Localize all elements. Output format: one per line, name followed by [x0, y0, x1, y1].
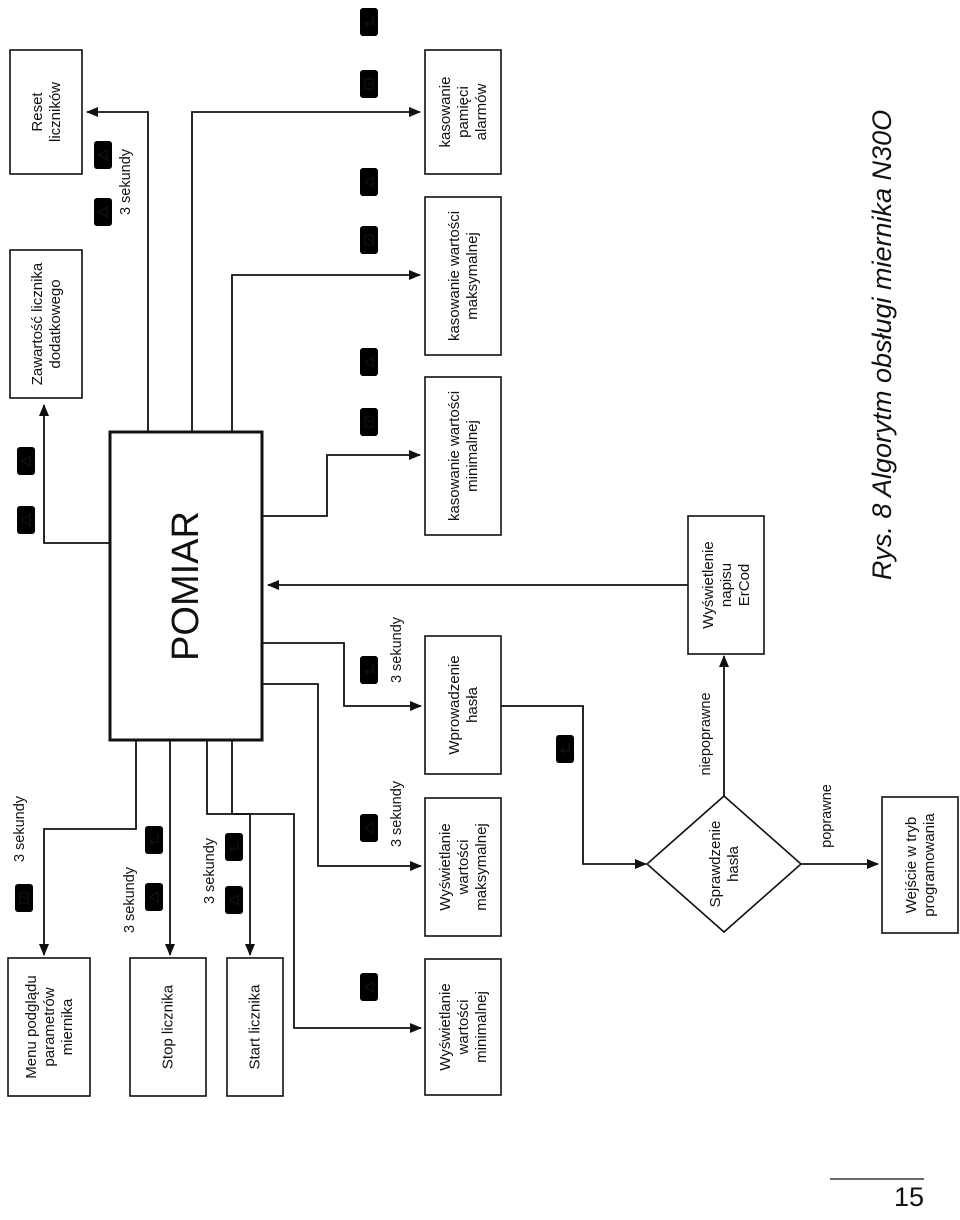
- three-seconds-label: 3 sekundy: [118, 148, 134, 215]
- box-extra-counter: Zawartość licznikadodatkowego: [9, 249, 83, 399]
- box-stop-counter: Stop licznika: [129, 957, 207, 1097]
- up-key-icon: [17, 447, 35, 475]
- password-entry-label: Wprowadzeniehasła: [446, 655, 481, 754]
- box-clear-alarms: kasowaniepamięcialarmów: [424, 49, 502, 175]
- arrow-to-password-entry: [262, 642, 422, 711]
- decision-password-check: Sprawdzeniehasła: [645, 794, 803, 934]
- menu-params-label: Menu podgląduparametrówmiernika: [23, 975, 76, 1078]
- incorrect-label: niepoprawne: [698, 692, 714, 775]
- box-show-min: Wyświetlaniewartościminimalnej: [424, 958, 502, 1096]
- box-pomiar: POMIAR: [108, 430, 264, 742]
- three-seconds-label: 3 sekundy: [12, 795, 28, 862]
- password-check-label: Sprawdzeniehasła: [707, 821, 742, 908]
- enter-key-icon: [360, 8, 378, 36]
- three-seconds-label: 3 sekundy: [389, 780, 405, 847]
- box-error-display: WyświetlenienapisuErCod: [687, 515, 765, 655]
- box-clear-min: kasowanie wartościminimalnej: [424, 376, 502, 536]
- arrow-to-show-min: [231, 740, 422, 1033]
- arrow-to-reset: [86, 107, 149, 432]
- clear-min-label: kasowanie wartościminimalnej: [446, 391, 481, 521]
- connector-lines: [39, 107, 879, 1033]
- down-key-icon: [17, 506, 35, 534]
- arrow-to-password-check: [500, 705, 647, 869]
- arrow-to-menu: [39, 740, 137, 956]
- three-seconds-label: 3 sekundy: [122, 866, 138, 933]
- show-max-label: Wyświetlaniewartościmaksymalnej: [437, 823, 490, 911]
- programming-label: Wejście w trybprogramowania: [903, 813, 938, 917]
- box-start-counter: Start licznika: [226, 957, 284, 1097]
- three-seconds-label: 3 sekundy: [389, 616, 405, 683]
- three-seconds-label: 3 sekundy: [202, 837, 218, 904]
- arrow-to-start: [206, 740, 255, 956]
- clear-alarms-label: kasowaniepamięcialarmów: [437, 77, 490, 148]
- select-key-icon: [15, 884, 33, 912]
- clear-max-label: kasowanie wartościmaksymalnej: [446, 211, 481, 341]
- down-key-icon: [360, 168, 378, 196]
- select-key-icon: [360, 70, 378, 98]
- enter-key-icon: [556, 735, 574, 763]
- reset-label: Resetliczników: [29, 82, 64, 142]
- show-min-label: Wyświetlaniewartościminimalnej: [437, 983, 490, 1070]
- down-key-icon: [94, 198, 112, 226]
- enter-key-icon: [225, 833, 243, 861]
- arrow-to-extra-counter: [39, 404, 110, 544]
- box-password-entry: Wprowadzeniehasła: [424, 635, 502, 775]
- error-display-label: WyświetlenienapisuErCod: [700, 541, 753, 628]
- up-key-icon: [94, 141, 112, 169]
- arrow-to-clear-alarms: [191, 107, 421, 432]
- extra-counter-label: Zawartość licznikadodatkowego: [29, 262, 64, 385]
- box-show-max: Wyświetlaniewartościmaksymalnej: [424, 797, 502, 937]
- select-key-icon: [360, 408, 378, 436]
- page-number: 15: [894, 1182, 924, 1212]
- box-reset: Resetliczników: [9, 49, 83, 175]
- up-key-icon: [225, 886, 243, 914]
- main-label: POMIAR: [165, 511, 207, 661]
- down-key-icon: [145, 883, 163, 911]
- box-clear-max: kasowanie wartościmaksymalnej: [424, 196, 502, 356]
- arrow-to-clear-min: [262, 450, 421, 517]
- down-key-icon: [360, 348, 378, 376]
- down-key-icon: [360, 814, 378, 842]
- down-key-icon: [360, 973, 378, 1001]
- arrow-to-show-max: [262, 683, 422, 871]
- box-menu-params: Menu podgląduparametrówmiernika: [7, 957, 91, 1097]
- box-programming: Wejście w trybprogramowania: [881, 796, 959, 934]
- arrow-to-clear-max: [231, 270, 421, 432]
- enter-key-icon: [360, 656, 378, 684]
- correct-label: poprawne: [819, 784, 835, 848]
- select-key-icon: [360, 226, 378, 254]
- stop-counter-label: Stop licznika: [160, 984, 177, 1069]
- figure-caption: Rys. 8 Algorytm obsługi miernika N30O: [867, 110, 897, 580]
- start-counter-label: Start licznika: [247, 984, 264, 1070]
- enter-key-icon: [145, 826, 163, 854]
